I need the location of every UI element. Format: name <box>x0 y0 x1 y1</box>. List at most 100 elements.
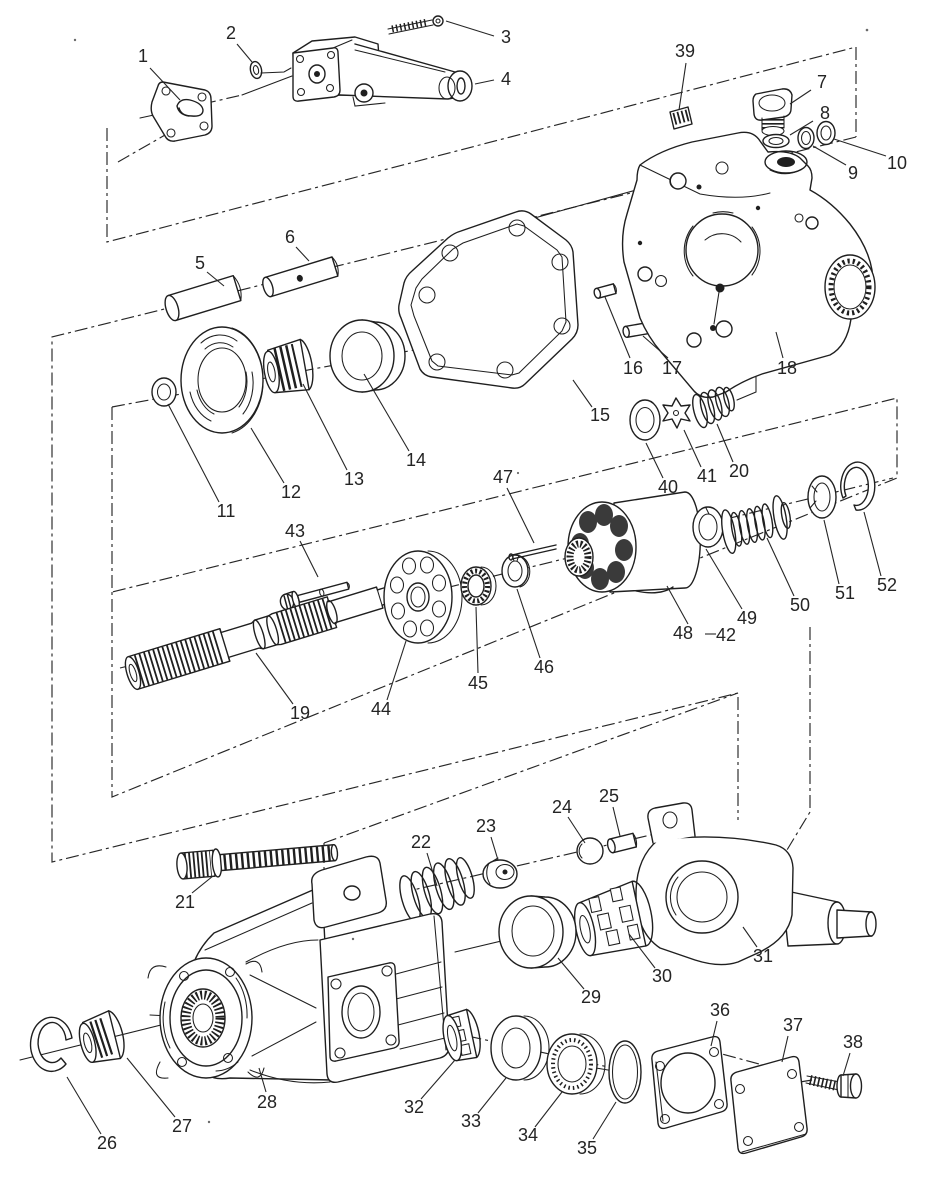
leader-line-41 <box>683 429 702 468</box>
part-label-5: 5 <box>195 253 205 273</box>
part-label-22: 22 <box>411 832 431 852</box>
part-29-bearing-cup <box>498 895 577 969</box>
part-label-46: 46 <box>534 657 554 677</box>
part-label-13: 13 <box>344 469 364 489</box>
part-15-gasket <box>398 210 579 389</box>
part-50-spring-and-guide <box>721 495 792 555</box>
part-label-16: 16 <box>623 358 643 378</box>
leader-line-30 <box>628 933 656 969</box>
part-label-42: 42 <box>716 625 736 645</box>
part-47-pin <box>508 544 557 561</box>
leader-line-45 <box>475 606 479 674</box>
leader-line-24 <box>567 816 586 844</box>
part-label-52: 52 <box>877 575 897 595</box>
part-10-backup-ring <box>816 120 836 146</box>
part-28-pump-housing <box>147 855 450 1084</box>
leader-line-25 <box>612 806 621 837</box>
part-23-valve-poppet <box>482 857 518 889</box>
leader-line-27 <box>126 1057 176 1118</box>
part-label-32: 32 <box>404 1097 424 1117</box>
leader-line-18 <box>775 331 784 359</box>
part-25-pin <box>606 832 638 854</box>
part-label-51: 51 <box>835 583 855 603</box>
part-40-spring-washer <box>629 399 661 441</box>
leader-line-9 <box>812 145 847 166</box>
leader-line-35 <box>592 1101 617 1140</box>
part-label-39: 39 <box>675 41 695 61</box>
part-27-bearing-cone <box>78 1010 125 1064</box>
part-13-bearing-cone <box>262 338 314 394</box>
part-label-49: 49 <box>737 608 757 628</box>
part-9-o-ring <box>797 126 815 150</box>
part-label-27: 27 <box>172 1116 192 1136</box>
part-52-retaining-ring <box>840 461 876 511</box>
leader-line-46 <box>516 588 541 659</box>
leader-line-37 <box>781 1035 789 1063</box>
leader-line-33 <box>477 1077 507 1114</box>
part-41-spring-retainer <box>662 397 691 429</box>
part-label-31: 31 <box>753 946 773 966</box>
leader-line-34 <box>534 1091 563 1128</box>
leader-line-50 <box>766 537 795 597</box>
part-21-adjusting-screw <box>176 843 339 880</box>
part-38-bolt <box>805 1073 863 1099</box>
part-label-2: 2 <box>226 23 236 43</box>
part-1-mounting-plate <box>150 81 213 142</box>
leader-line-2 <box>236 43 253 63</box>
leader-line-1 <box>149 67 181 101</box>
leader-line-49 <box>705 548 743 610</box>
part-label-34: 34 <box>518 1125 538 1145</box>
leader-line-40 <box>645 442 664 479</box>
part-label-28: 28 <box>257 1092 277 1112</box>
part-49-washer <box>692 506 724 548</box>
leader-line-44 <box>386 640 407 701</box>
part-label-45: 45 <box>468 673 488 693</box>
leader-line-17 <box>642 335 669 359</box>
part-33-ring <box>490 1015 550 1081</box>
part-45-thrust-washer <box>460 566 497 606</box>
scan-specks <box>73 28 869 1124</box>
leader-line-22 <box>426 852 438 887</box>
part-4-compensator-valve-assembly <box>292 36 473 107</box>
part-18-valve-head-housing <box>621 131 876 399</box>
leader-line-15 <box>572 379 593 408</box>
leader-line-28 <box>258 1067 267 1093</box>
part-label-1: 1 <box>138 46 148 66</box>
leader-line-13 <box>302 383 348 471</box>
part-16-pin <box>593 283 617 299</box>
part-label-18: 18 <box>777 358 797 378</box>
part-label-23: 23 <box>476 816 496 836</box>
part-label-30: 30 <box>652 966 672 986</box>
part-26-retaining-ring <box>29 1016 73 1073</box>
part-label-6: 6 <box>285 227 295 247</box>
leader-line-10 <box>833 138 887 157</box>
leader-line-29 <box>557 957 585 990</box>
part-label-9: 9 <box>848 163 858 183</box>
leader-line-26 <box>66 1076 102 1135</box>
part-46-spherical-bushing <box>501 554 531 588</box>
part-label-29: 29 <box>581 987 601 1007</box>
part-3-adjusting-screw <box>387 15 444 35</box>
leader-line-47 <box>506 487 535 544</box>
leader-line-23 <box>490 836 499 861</box>
part-label-26: 26 <box>97 1133 117 1153</box>
part-37-cover-plate <box>730 1055 808 1155</box>
leader-line-36 <box>710 1020 718 1047</box>
part-39-key <box>669 106 693 130</box>
part-label-14: 14 <box>406 450 426 470</box>
leader-line-52 <box>863 511 882 577</box>
part-label-3: 3 <box>501 27 511 47</box>
part-label-24: 24 <box>552 797 572 817</box>
part-32-bearing-cage <box>442 1008 481 1062</box>
leader-line-20 <box>716 423 734 463</box>
part-34-shaft-seal <box>546 1033 606 1095</box>
part-48-cylinder-block <box>564 491 701 594</box>
leader-line-11 <box>167 403 220 503</box>
leader-line-31 <box>742 926 758 948</box>
part-label-11: 11 <box>217 501 236 521</box>
part-35-o-ring <box>608 1040 642 1104</box>
leader-line-6 <box>295 246 310 262</box>
part-label-4: 4 <box>501 69 511 89</box>
part-31-yoke <box>635 802 877 966</box>
